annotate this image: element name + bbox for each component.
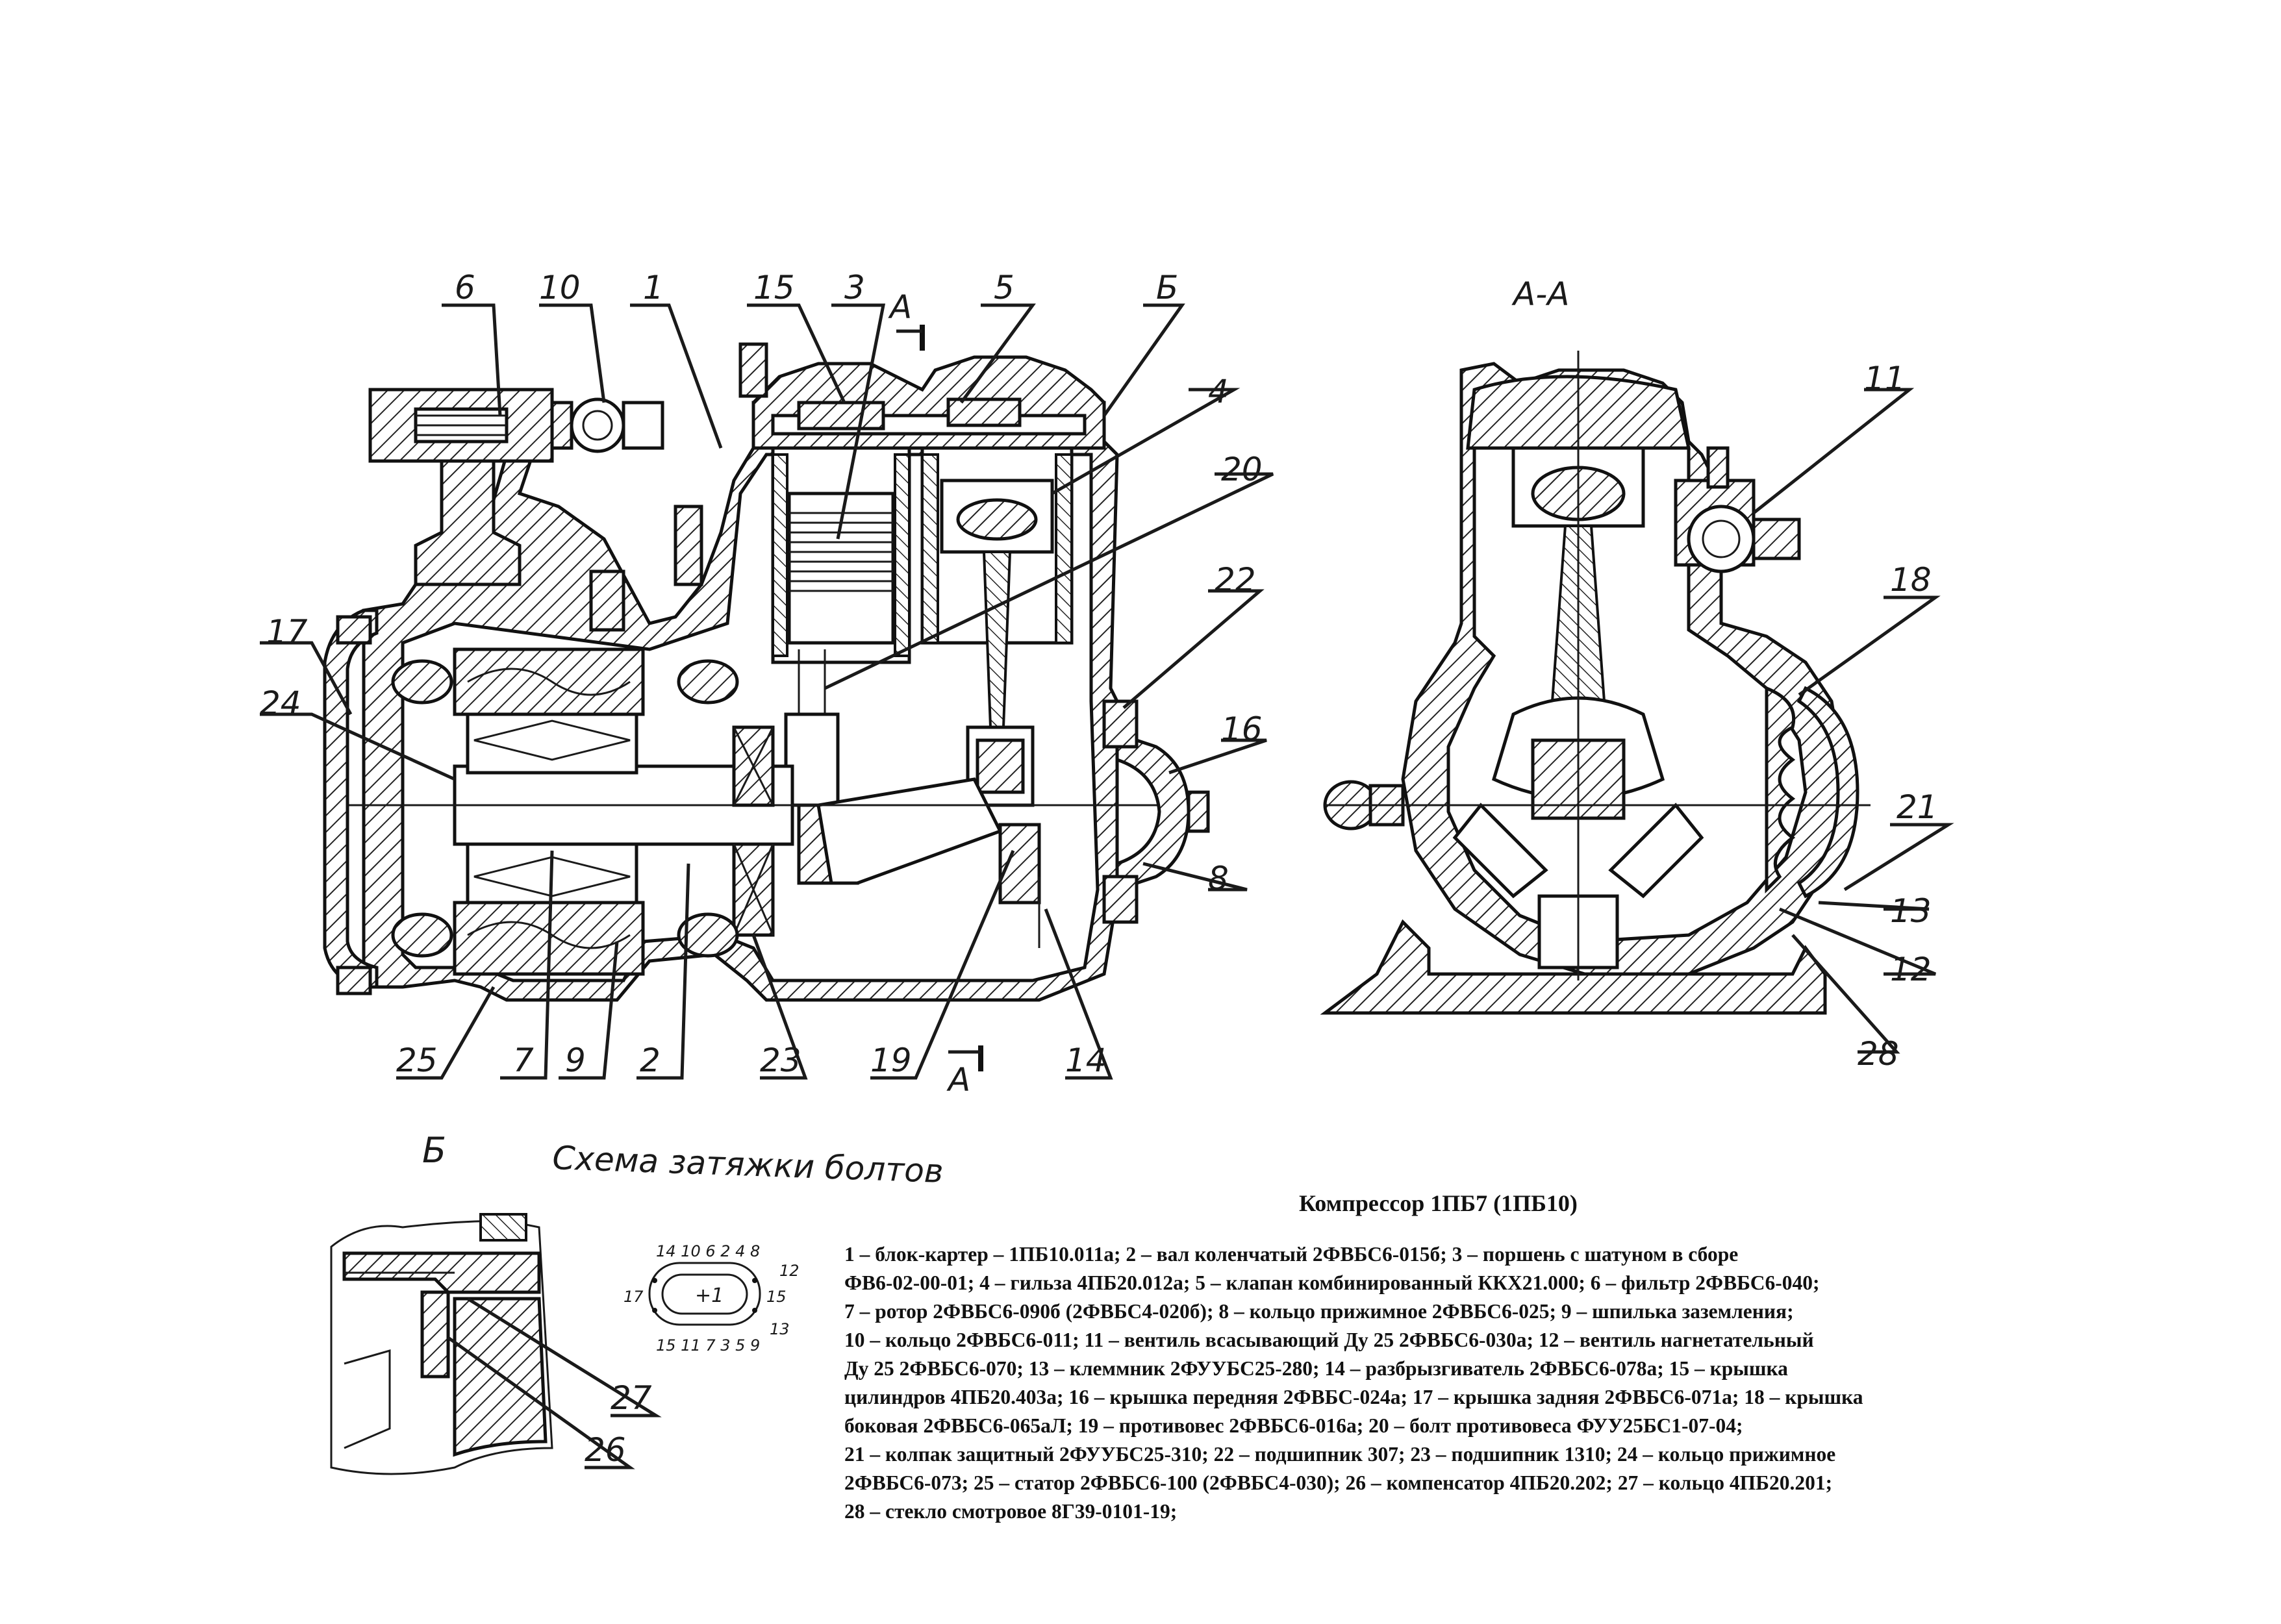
callout-5: 5	[994, 269, 1014, 306]
bolt-scheme-left: 17	[624, 1288, 644, 1306]
callout-25: 25	[396, 1042, 438, 1079]
cross-section-aa	[1320, 351, 1871, 1015]
callout-4: 4	[1208, 373, 1229, 410]
legend-line: цилиндров 4ПБ20.403а; 16 – крышка передн…	[844, 1386, 1863, 1408]
legend-line: Ду 25 2ФВБС6-070; 13 – клеммник 2ФУУБС25…	[844, 1357, 1788, 1380]
callout-14: 14	[1065, 1042, 1107, 1079]
callout-11: 11	[1864, 360, 1906, 397]
legend-line: ФВ6-02-00-01; 4 – гильза 4ПБ20.012а; 5 –…	[844, 1271, 1820, 1294]
detail-b-label: Б	[422, 1130, 446, 1171]
piston-right	[940, 479, 1054, 554]
bolt-tightening-scheme	[648, 1262, 761, 1326]
callout-21: 21	[1897, 788, 1938, 826]
callout-7: 7	[513, 1042, 534, 1079]
legend-line: 7 – ротор 2ФВБС6-090б (2ФВБС4-020б); 8 –…	[844, 1300, 1794, 1323]
detail-b	[330, 1213, 553, 1475]
bolt-scheme-top: 14 10 6 2 4 8	[656, 1242, 760, 1260]
callout-8: 8	[1208, 860, 1229, 897]
callout-28: 28	[1858, 1035, 1899, 1073]
bolt-scheme-right: 15	[766, 1288, 787, 1306]
longitudinal-section	[323, 325, 1210, 1071]
legend-line: 2ФВБС6-073; 25 – статор 2ФВБС6-100 (2ФВБ…	[844, 1471, 1833, 1494]
callout-18: 18	[1890, 561, 1932, 599]
callout-9: 9	[565, 1042, 586, 1079]
cross-section-base	[1320, 919, 1827, 1015]
callout-labels: 6 10 1 15 3 А 5 Б 4 20 22 16 8 17 24 25 …	[260, 269, 1938, 1469]
legend-line: 10 – кольцо 2ФВБС6-011; 11 – вентиль вса…	[844, 1329, 1814, 1351]
side-cover	[1796, 686, 1859, 899]
drawing-caption: Компрессор 1ПБ7 (1ПБ10)	[1299, 1190, 1578, 1216]
bolt-scheme-bottom: 15 11 7 3 5 9	[656, 1336, 760, 1355]
callout-13: 13	[1890, 892, 1932, 930]
callout-15: 15	[753, 269, 795, 306]
callout-2: 2	[640, 1042, 661, 1079]
suction-filter-assembly	[368, 388, 664, 586]
section-mark-top: А	[888, 288, 912, 326]
bolt-scheme-top-right: 12	[779, 1262, 800, 1280]
callout-23: 23	[760, 1042, 801, 1079]
callout-6: 6	[455, 269, 475, 306]
callout-10: 10	[539, 269, 581, 306]
bolt-scheme-bottom-right: 13	[770, 1320, 790, 1338]
callout-27: 27	[611, 1379, 652, 1417]
detail-title: Схема затяжки болтов	[552, 1139, 944, 1190]
parts-legend: 1 – блок-картер – 1ПБ10.011а; 2 – вал ко…	[844, 1240, 1987, 1526]
callout-17: 17	[266, 613, 308, 651]
callout-12: 12	[1890, 951, 1932, 988]
section-mark-bottom: А	[946, 1061, 970, 1099]
leader-lines	[260, 303, 1954, 1469]
section-title-aa: А-А	[1511, 275, 1569, 313]
callout-22: 22	[1215, 561, 1256, 599]
legend-line: 28 – стекло смотровое 8Г39-0101-19;	[844, 1500, 1178, 1523]
callout-26: 26	[585, 1431, 626, 1469]
callout-16: 16	[1221, 710, 1263, 748]
legend-line: 21 – колпак защитный 2ФУУБС25-310; 22 – …	[844, 1443, 1836, 1466]
legend-line: боковая 2ФВБС6-065аЛ; 19 – противовес 2Ф…	[844, 1414, 1743, 1437]
legend-line: 1 – блок-картер – 1ПБ10.011а; 2 – вал ко…	[844, 1243, 1739, 1266]
bolt-scheme-center: +1	[695, 1284, 724, 1307]
callout-19: 19	[870, 1042, 912, 1079]
suction-valve-assembly	[1674, 446, 1801, 573]
callout-1: 1	[643, 269, 664, 306]
callout-20: 20	[1221, 451, 1263, 488]
callout-3: 3	[844, 269, 865, 306]
detail-mark-b: Б	[1156, 269, 1178, 306]
callout-24: 24	[260, 684, 301, 722]
